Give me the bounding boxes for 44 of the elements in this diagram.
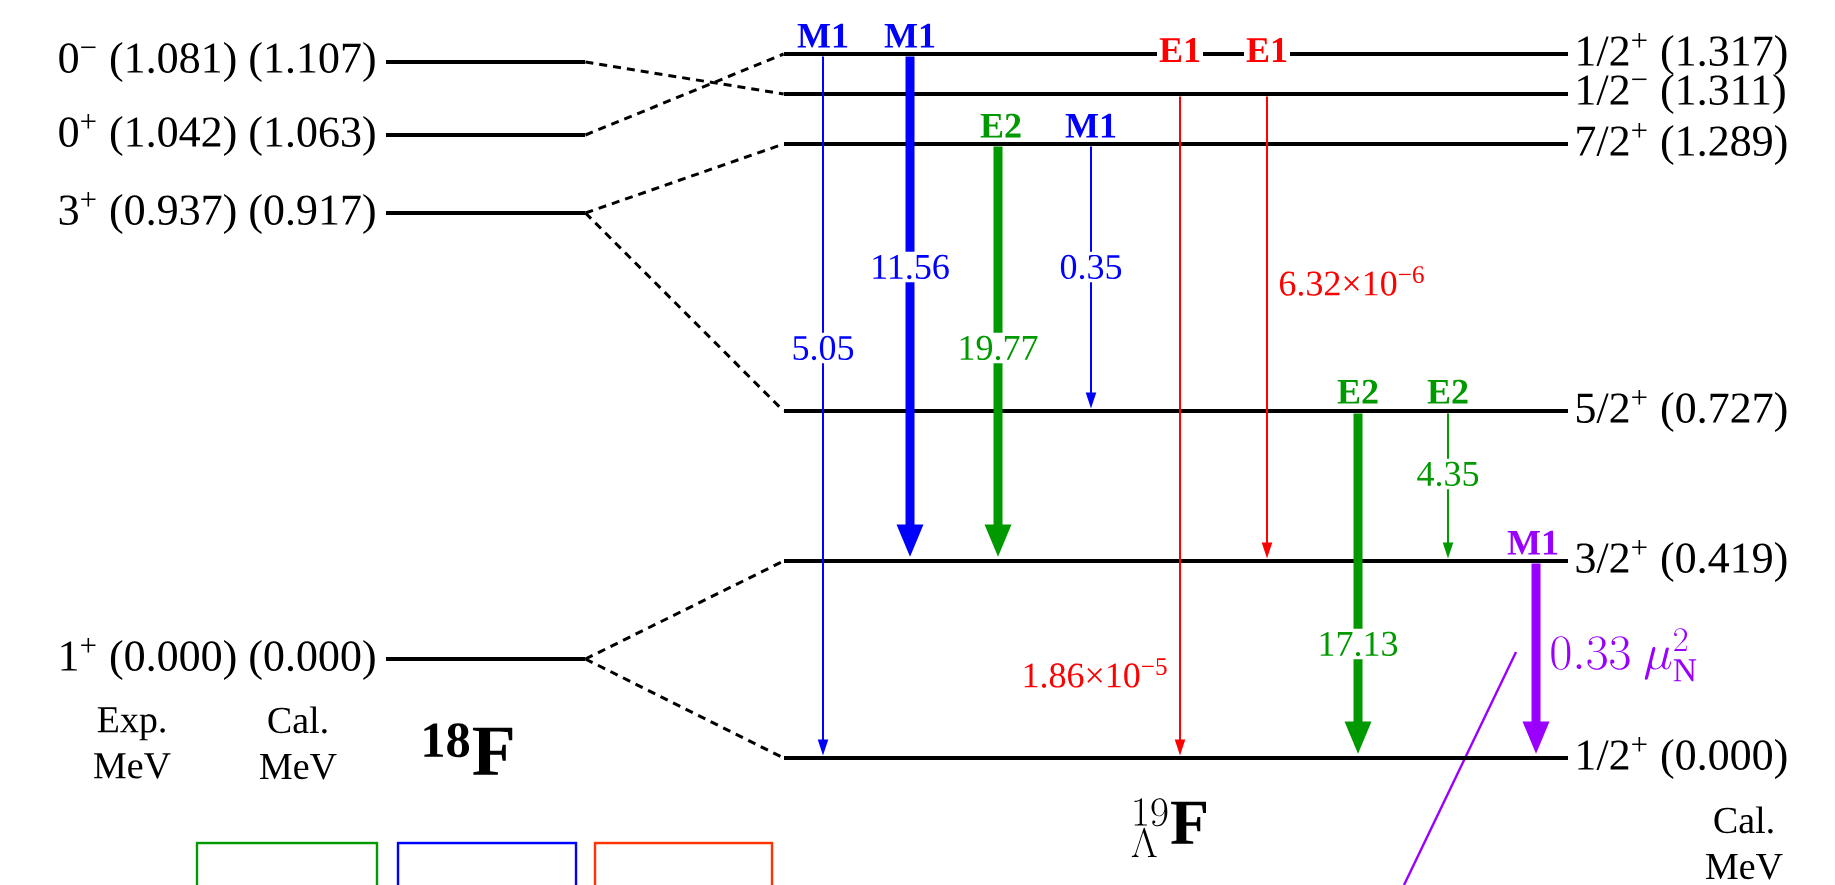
node-label: 3$^{+}$ (0.937) (0.917): [59, 192, 375, 234]
transition-label: E2: [978, 111, 1024, 140]
empty-box: [195, 841, 379, 885]
edge-label: 19.77: [954, 332, 1042, 364]
edge-label: 4.35: [1413, 458, 1483, 490]
edge-label: 11.56: [867, 251, 953, 283]
edge-label: 0.35: [1056, 251, 1126, 283]
transition-label: E2: [1425, 377, 1472, 406]
connector-line: [584, 52, 785, 137]
transition-label: E1: [1157, 36, 1203, 64]
unit-label: Cal. MeV: [1706, 806, 1783, 880]
unit-label: Exp. MeV: [94, 707, 171, 779]
unit-label: Cal. MeV: [260, 706, 337, 780]
energy-level: 1/2$^{−}$ (1.311): [784, 74, 1785, 114]
edge-label: $0.33\ \mu^{2}_{\mathrm{N}}$: [1546, 625, 1701, 685]
transition-label: E1: [1244, 36, 1290, 64]
transition-label: M1: [1505, 528, 1561, 557]
energy-level: 3$^{+}$ (0.937) (0.917): [59, 192, 585, 234]
empty-box: [396, 841, 578, 885]
connector-line: [585, 60, 784, 96]
energy-level: 0$^{+}$ (1.042) (1.063): [59, 114, 585, 156]
node-label: 0$^{−}$ (1.081) (1.107): [59, 42, 375, 82]
node-label: 1/2$^{+}$ (0.000): [1578, 737, 1787, 779]
node-label: 3/2$^{+}$ (0.419): [1576, 540, 1787, 582]
nucleus-label: $^{18}$F: [424, 723, 513, 775]
node-label: 7/2$^{+}$ (1.289): [1577, 123, 1787, 165]
node-label: 1/2$^{+}$ (1.317): [1578, 33, 1787, 75]
edge-label: 5.05: [788, 332, 858, 364]
edge-label: 17.13: [1314, 628, 1402, 660]
transition-label: M1: [882, 21, 938, 50]
energy-level: 0$^{−}$ (1.081) (1.107): [59, 42, 585, 82]
transition-label: E2: [1335, 377, 1382, 406]
energy-level: 1/2$^{+}$ (0.000): [784, 737, 1787, 779]
energy-level: 1$^{+}$ (0.000) (0.000): [61, 638, 585, 680]
empty-box: [593, 841, 774, 885]
transition-label: M1: [795, 21, 851, 50]
nucleus-label: $^{19}_{\Lambda}\mathbf{F}$: [1131, 798, 1206, 858]
node-label: 1/2$^{−}$ (1.311): [1578, 74, 1785, 114]
edge-label: 6.32×10$^{−6}$: [1275, 263, 1429, 299]
node-label: 0$^{+}$ (1.042) (1.063): [59, 114, 375, 156]
node-label: 5/2$^{+}$ (0.727): [1576, 390, 1787, 432]
edge-label: 1.86×10$^{−5}$: [1018, 655, 1172, 691]
transition-label: M1: [1063, 111, 1119, 140]
node-label: 1$^{+}$ (0.000) (0.000): [61, 638, 375, 680]
